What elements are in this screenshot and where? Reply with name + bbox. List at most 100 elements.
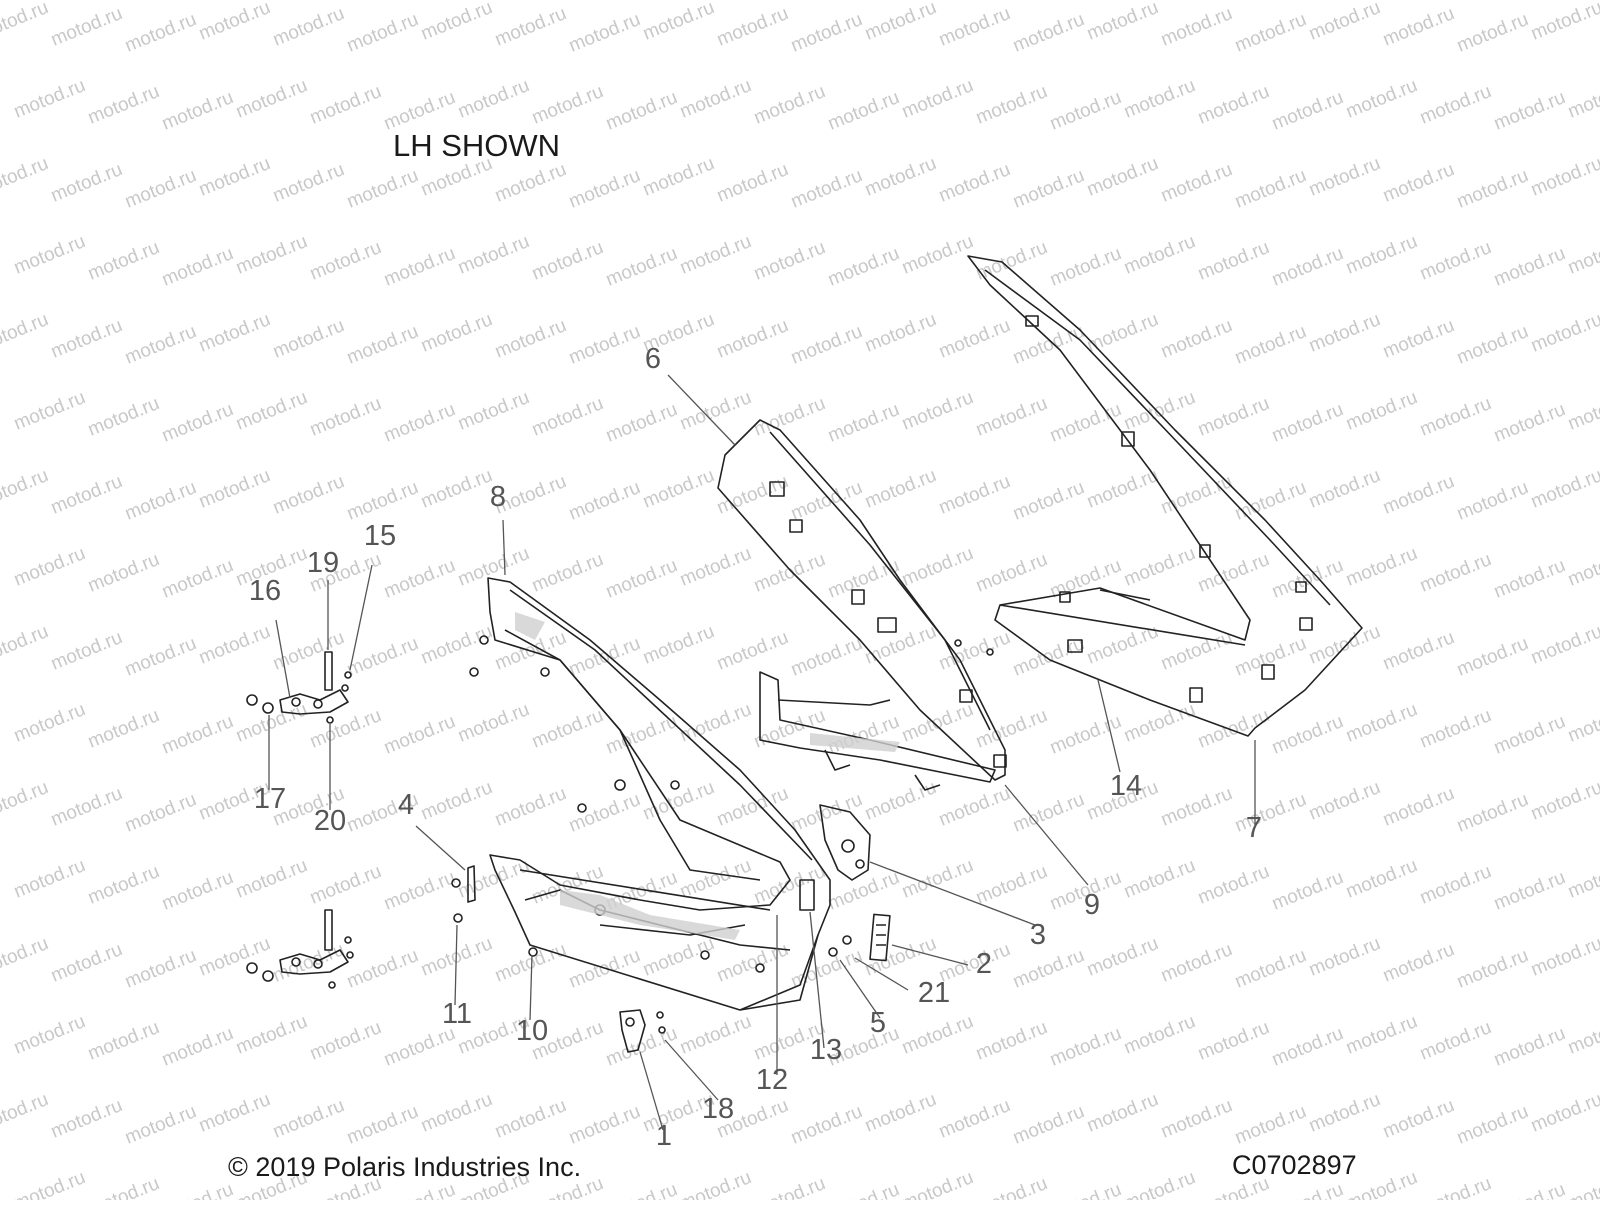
watermark-text: motod.ru bbox=[603, 87, 680, 135]
leader-lines bbox=[268, 374, 1256, 1131]
watermark-text: motod.ru bbox=[1528, 465, 1600, 513]
watermark-text: motod.ru bbox=[1380, 471, 1457, 519]
watermark-text: motod.ru bbox=[48, 627, 125, 675]
watermark-text: motod.ru bbox=[233, 75, 310, 123]
watermark-text: motod.ru bbox=[1158, 627, 1235, 675]
watermark-text: motod.ru bbox=[788, 9, 865, 57]
watermark-text: motod.ru bbox=[159, 87, 236, 135]
watermark-text: motod.ru bbox=[418, 0, 495, 45]
watermark-text: motod.ru bbox=[1528, 0, 1600, 45]
watermark-text: motod.ru bbox=[751, 393, 828, 441]
watermark-text: motod.ru bbox=[85, 393, 162, 441]
watermark-text: motod.ru bbox=[1343, 699, 1420, 747]
watermark-text: motod.ru bbox=[529, 81, 606, 129]
watermark-text: motod.ru bbox=[566, 9, 643, 57]
watermark-text: motod.ru bbox=[1195, 861, 1272, 909]
watermark-text: motod.ru bbox=[1343, 543, 1420, 591]
watermark-text: motod.ru bbox=[1380, 627, 1457, 675]
watermark-text: motod.ru bbox=[1121, 75, 1198, 123]
watermark-text: motod.ru bbox=[1306, 933, 1383, 981]
watermark-text: motod.ru bbox=[714, 627, 791, 675]
watermark-text: motod.ru bbox=[899, 231, 976, 279]
watermark-text: motod.ru bbox=[1269, 1179, 1346, 1200]
watermark-text: motod.ru bbox=[640, 153, 717, 201]
watermark-text: motod.ru bbox=[1491, 243, 1568, 291]
watermark-text: motod.ru bbox=[751, 1173, 828, 1200]
rear-side-panel bbox=[967, 255, 1363, 737]
watermark-text: motod.ru bbox=[344, 321, 421, 369]
callout-19: 19 bbox=[307, 547, 339, 579]
watermark-text: motod.ru bbox=[1010, 789, 1087, 837]
watermark-text: motod.ru bbox=[48, 1095, 125, 1143]
hinge-plate bbox=[819, 804, 871, 881]
callout-6: 6 bbox=[645, 343, 661, 375]
watermark-text: motod.ru bbox=[1084, 0, 1161, 45]
watermark-text: motod.ru bbox=[899, 699, 976, 747]
watermark-text: motod.ru bbox=[11, 543, 88, 591]
watermark-text: motod.ru bbox=[1158, 315, 1235, 363]
watermark-text: motod.ru bbox=[1047, 399, 1124, 447]
watermark-text: motod.ru bbox=[11, 1167, 88, 1200]
latch bbox=[869, 913, 891, 962]
watermark-text: motod.ru bbox=[11, 855, 88, 903]
watermark-text: motod.ru bbox=[899, 1011, 976, 1059]
watermark-text: motod.ru bbox=[233, 699, 310, 747]
watermark-text: motod.ru bbox=[48, 471, 125, 519]
watermark-text: motod.ru bbox=[1454, 321, 1531, 369]
watermark-text: motod.ru bbox=[1491, 1179, 1568, 1200]
watermark-text: motod.ru bbox=[122, 633, 199, 681]
watermark-text: motod.ru bbox=[973, 861, 1050, 909]
watermark-text: motod.ru bbox=[640, 0, 717, 45]
watermark-text: motod.ru bbox=[677, 387, 754, 435]
watermark-text: motod.ru bbox=[1528, 621, 1600, 669]
watermark-text: motod.ru bbox=[862, 933, 939, 981]
watermark-text: motod.ru bbox=[1232, 477, 1309, 525]
hinge-bracket-upper bbox=[246, 651, 352, 724]
watermark-text: motod.ru bbox=[159, 399, 236, 447]
watermark-text: motod.ru bbox=[1195, 393, 1272, 441]
watermark-text: motod.ru bbox=[344, 1101, 421, 1149]
watermark-text: motod.ru bbox=[677, 1011, 754, 1059]
watermark-text: motod.ru bbox=[1454, 633, 1531, 681]
watermark-text: motod.ru bbox=[936, 1095, 1013, 1143]
watermark-text: motod.ru bbox=[1121, 543, 1198, 591]
watermark-text: motod.ru bbox=[381, 399, 458, 447]
watermark-text: motod.ru bbox=[714, 3, 791, 51]
watermark-text: motod.ru bbox=[1158, 939, 1235, 987]
watermark-text: motod.ru bbox=[1269, 87, 1346, 135]
watermark-text: motod.ru bbox=[1121, 699, 1198, 747]
watermark-text: motod.ru bbox=[418, 309, 495, 357]
watermark-text: motod.ru bbox=[862, 309, 939, 357]
watermark-text: motod.ru bbox=[1306, 153, 1383, 201]
watermark-text: motod.ru bbox=[1565, 387, 1600, 435]
watermark-text: motod.ru bbox=[381, 867, 458, 915]
watermark-text: motod.ru bbox=[418, 1089, 495, 1137]
watermark-text: motod.ru bbox=[1417, 1017, 1494, 1065]
watermark-text: motod.ru bbox=[1269, 867, 1346, 915]
callout-17: 17 bbox=[254, 783, 286, 815]
watermark-text: motod.ru bbox=[1269, 711, 1346, 759]
callout-4: 4 bbox=[398, 789, 414, 821]
watermark-text: motod.ru bbox=[1047, 1023, 1124, 1071]
watermark-text: motod.ru bbox=[307, 861, 384, 909]
watermark-text: motod.ru bbox=[1417, 81, 1494, 129]
watermark-text: motod.ru bbox=[751, 549, 828, 597]
watermark-text: motod.ru bbox=[1565, 231, 1600, 279]
watermark-text: motod.ru bbox=[48, 939, 125, 987]
watermark-text: motod.ru bbox=[1010, 9, 1087, 57]
watermark-text: motod.ru bbox=[0, 465, 51, 513]
callout-1: 1 bbox=[656, 1120, 672, 1152]
watermark-text: motod.ru bbox=[1454, 9, 1531, 57]
callout-13: 13 bbox=[810, 1034, 842, 1066]
watermark-text: motod.ru bbox=[566, 321, 643, 369]
watermark-text: motod.ru bbox=[0, 621, 51, 669]
watermark-text: motod.ru bbox=[603, 1023, 680, 1071]
watermark-text: motod.ru bbox=[566, 1101, 643, 1149]
watermark-text: motod.ru bbox=[566, 165, 643, 213]
watermark-text: motod.ru bbox=[270, 1095, 347, 1143]
watermark-text: motod.ru bbox=[825, 1179, 902, 1200]
watermark-text: motod.ru bbox=[1306, 1089, 1383, 1137]
